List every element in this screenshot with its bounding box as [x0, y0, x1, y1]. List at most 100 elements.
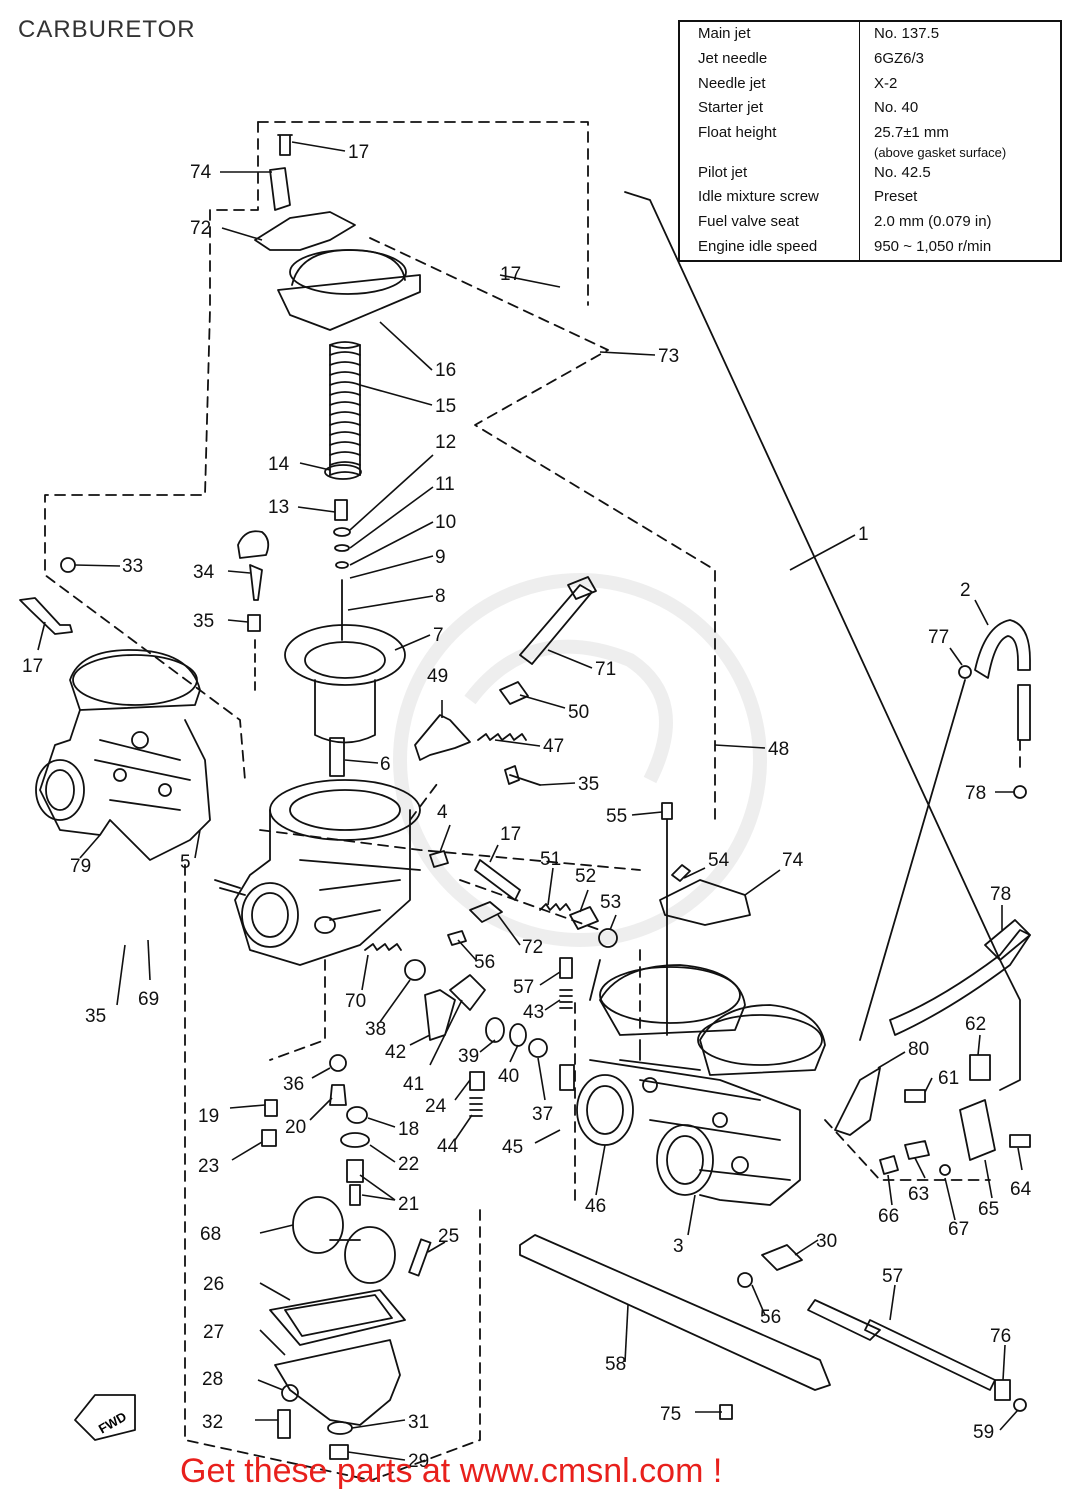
callout-number: 13	[268, 497, 289, 518]
needle-jet	[329, 737, 345, 777]
cap-64	[969, 1054, 991, 1081]
link-57	[447, 930, 467, 946]
callout-number: 46	[585, 1196, 606, 1217]
callout-number: 16	[435, 360, 456, 381]
callout-number: 17	[348, 142, 369, 163]
drain-screw	[281, 1384, 299, 1402]
callout-number: 57	[882, 1266, 903, 1287]
spec-label: Main jet	[680, 22, 860, 47]
callout-number: 15	[435, 396, 456, 417]
spec-label: Pilot jet	[680, 160, 860, 186]
bracket-63	[959, 1099, 996, 1161]
callout-number: 17	[500, 824, 521, 845]
callout-number: 66	[878, 1206, 899, 1227]
callout-number: 69	[138, 989, 159, 1010]
float	[292, 1196, 396, 1284]
callout-number: 38	[365, 1019, 386, 1040]
jet-21	[261, 1129, 277, 1147]
nut-57	[737, 1272, 753, 1288]
callout-number: 65	[978, 1199, 999, 1220]
callout-number: 50	[568, 702, 589, 723]
callout-number: 47	[543, 736, 564, 757]
diaphragm-piston	[284, 624, 406, 744]
carburetor-left	[35, 649, 211, 861]
spring-35	[559, 989, 573, 1009]
callout-number: 76	[990, 1326, 1011, 1347]
callout-number: 58	[605, 1354, 626, 1375]
shaft-end	[567, 576, 597, 600]
mounting-stay	[519, 1234, 831, 1391]
stop-plate	[659, 879, 751, 926]
o-ring	[404, 959, 426, 981]
callout-number: 77	[928, 627, 949, 648]
callout-number: 2	[960, 580, 971, 601]
float-pin	[408, 1238, 432, 1277]
callout-number: 26	[203, 1274, 224, 1295]
float-bowl-gasket	[269, 1289, 406, 1346]
callout-number: 74	[190, 162, 212, 183]
callout-number: 21	[398, 1194, 419, 1215]
spec-value: 25.7±1 mm	[874, 124, 949, 142]
callout-number: 72	[522, 937, 543, 958]
float-bowl	[274, 1339, 401, 1426]
callout-number: 28	[202, 1369, 223, 1390]
throttle-lever	[414, 714, 471, 761]
callout-number: 7	[433, 625, 444, 646]
clamp-78	[958, 665, 972, 679]
link-66	[904, 1140, 930, 1160]
callout-number: 67	[948, 1219, 969, 1240]
callout-number: 37	[532, 1104, 553, 1125]
callout-number: 62	[965, 1014, 986, 1035]
seat-19	[329, 1054, 347, 1072]
callout-number: 57	[513, 977, 534, 998]
footer-link[interactable]: Get these parts at www.cmsnl.com !	[180, 1452, 723, 1490]
callout-number: 35	[193, 611, 214, 632]
rod-58	[807, 1299, 881, 1341]
seal-spring	[364, 943, 402, 951]
washer	[333, 527, 351, 537]
spec-label: Engine idle speed	[680, 235, 860, 260]
callout-number: 52	[575, 866, 596, 887]
callout-number: 51	[540, 849, 561, 870]
spec-value: X-2	[874, 74, 898, 92]
lever-61	[834, 1067, 881, 1136]
callout-number: 9	[435, 547, 446, 568]
callout-number: 22	[398, 1154, 419, 1175]
spec-row: Float height 25.7±1 mm	[680, 121, 1060, 147]
choke-nut	[598, 928, 618, 948]
callout-number: 32	[202, 1412, 223, 1433]
main-jet-24	[346, 1159, 364, 1206]
carburetor-body-center	[214, 779, 421, 966]
spec-note: (above gasket surface)	[874, 145, 1007, 161]
needle-holder	[334, 499, 348, 521]
breather-hose	[974, 619, 1031, 679]
lever-41	[424, 989, 456, 1041]
spec-row: (above gasket surface)	[680, 145, 1060, 161]
callout-number: 64	[1010, 1179, 1032, 1200]
washer-40	[485, 1017, 505, 1043]
fuel-hose	[624, 191, 1021, 1091]
callout-number: 3	[673, 1236, 684, 1257]
rod-58b	[864, 1319, 996, 1391]
callout-number: 72	[190, 218, 211, 239]
callout-number: 41	[403, 1074, 424, 1095]
spring-seat	[324, 464, 362, 480]
spec-label: Float height	[680, 121, 860, 147]
choke-spring	[539, 903, 571, 911]
callout-number: 43	[523, 1002, 544, 1023]
callout-number: 35	[85, 1006, 106, 1027]
carburetor-right-assembly	[576, 959, 826, 1206]
callout-number: 23	[198, 1156, 219, 1177]
callout-number: 30	[816, 1231, 837, 1252]
callout-number: 80	[908, 1039, 929, 1060]
vent-hose-end	[984, 919, 1031, 961]
callout-number: 17	[22, 656, 43, 677]
link-67	[879, 1155, 899, 1175]
washer-23	[340, 1132, 370, 1148]
